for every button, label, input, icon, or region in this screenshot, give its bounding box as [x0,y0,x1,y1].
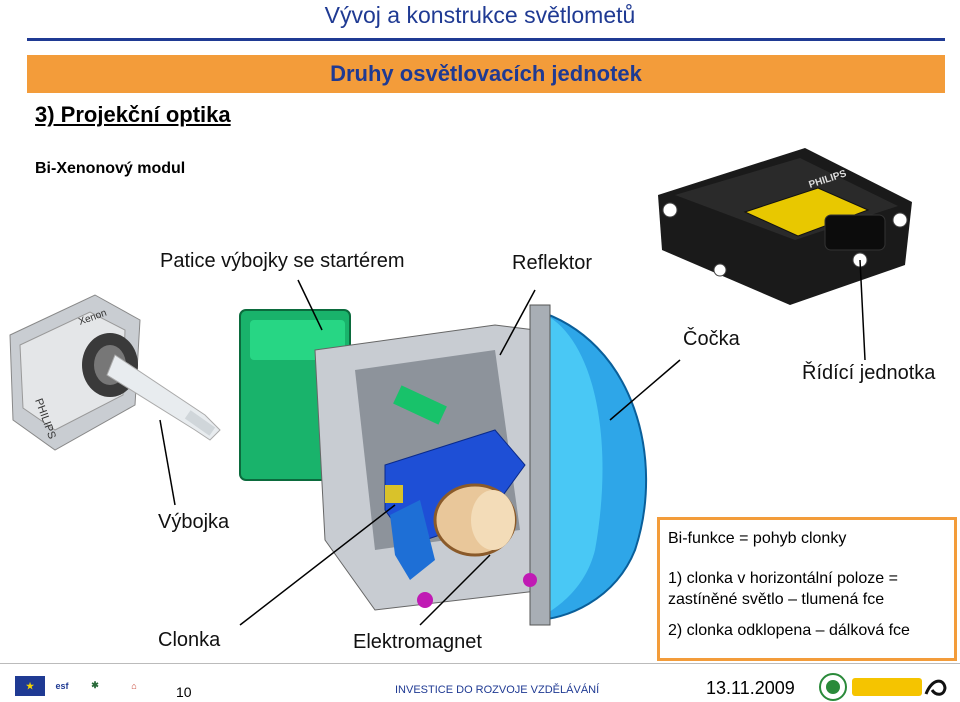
info-line-3: zastíněné světlo – tlumená fce [668,591,885,608]
title-divider [27,38,945,41]
label-reflektor: Reflektor [512,252,593,274]
label-cocka: Čočka [683,328,740,350]
banner-text: Druhy osvětlovacích jednotek [330,61,642,86]
label-ridici-jednotka: Řídící jednotka [802,362,936,384]
eu-flag-icon: ★ [15,676,45,696]
esf-logo-icon: esf [55,681,69,691]
footer-divider [0,663,960,664]
msmt-logo-icon: ✱ [91,679,99,690]
info-line-1: Bi-funkce = pohyb clonky [668,530,847,547]
page-title: Vývoj a konstrukce světlometů [324,2,636,28]
bi-tech-logo-icon [852,678,947,696]
section-title: 3) Projekční optika [35,102,231,127]
module-illustration [239,304,648,626]
label-elektromagnet: Elektromagnet [353,631,482,653]
footer-program: INVESTICE DO ROZVOJE VZDĚLÁVÁNÍ [395,684,600,696]
section-banner: Druhy osvětlovacích jednotek [27,55,945,93]
ecu-image: PHILIPS [658,148,912,305]
bulb-image: PHILIPS Xenon [9,294,221,451]
skoda-logo-icon [819,673,847,701]
label-vybojka: Výbojka [158,511,230,533]
page-number: 10 [176,684,192,700]
info-box: Bi-funkce = pohyb clonky 1) clonka v hor… [657,517,957,661]
oppa-logo-icon: ⌂ [131,681,137,691]
section-subtitle: Bi-Xenonový modul [35,160,186,177]
info-line-2: 1) clonka v horizontální poloze = [668,570,898,587]
label-patice: Patice výbojky se startérem [160,250,405,272]
label-clonka: Clonka [158,629,221,651]
info-line-4: 2) clonka odklopena – dálková fce [668,622,910,639]
footer-date: 13.11.2009 [706,678,795,698]
